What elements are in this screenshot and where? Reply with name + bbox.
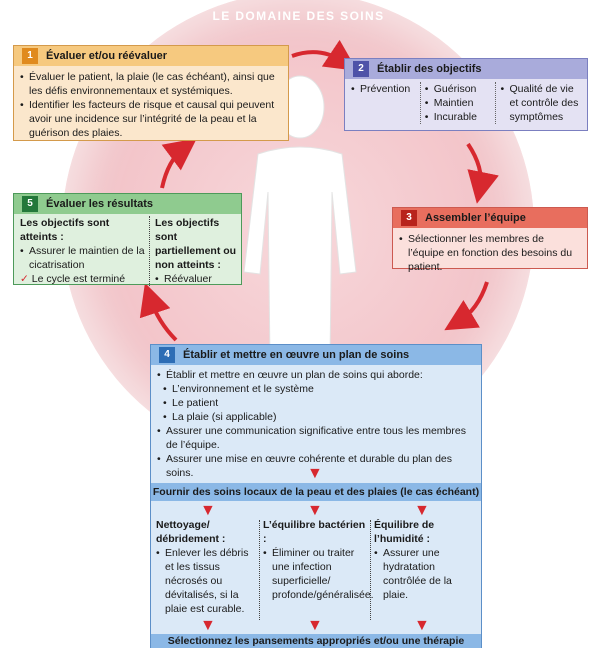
dressing-selection-band: Sélectionnez les pansements appropriés e…	[151, 634, 481, 648]
step-4-title: Établir et mettre en œuvre un plan de so…	[183, 349, 410, 361]
step-2-header: 2 Établir des objectifs	[345, 59, 587, 79]
bacterial-balance-column: L’équilibre bactérien : Éliminer ou trai…	[263, 518, 374, 602]
bacterial-balance-list: Éliminer ou traiter une infection superf…	[263, 546, 374, 602]
arrow-1-to-2	[291, 39, 358, 71]
step-1-number: 1	[22, 48, 38, 64]
local-care-band: Fournir des soins locaux de la peau et d…	[151, 483, 481, 501]
step-1-header: 1 Évaluer et/ou réévaluer	[14, 46, 288, 66]
moisture-balance-column: Équilibre de l’humidité : Assurer une hy…	[374, 518, 478, 602]
step-1-item: Évaluer le patient, la plaie (le cas éch…	[20, 70, 282, 98]
step-4-header: 4 Établir et mettre en œuvre un plan de …	[151, 345, 481, 365]
step-4-item: Assurer une communication significative …	[157, 424, 475, 452]
goal-item: Maintien	[425, 96, 496, 110]
plan-sub-item: L’environnement et le système	[163, 382, 475, 396]
goals-not-met-item: Réévaluer	[155, 272, 237, 286]
goal-item: Incurable	[425, 110, 496, 124]
step-2-col-3: Qualité de vie et contrôle des symptômes	[496, 82, 583, 124]
step-4-item: Assurer une mise en œuvre cohérente et d…	[157, 452, 475, 480]
column-divider	[259, 520, 260, 620]
cleansing-list: Enlever les débris et les tissus nécrosé…	[156, 546, 256, 616]
step-5-right: Les objectifs sont partiellement ou non …	[150, 216, 237, 286]
step-2-number: 2	[353, 61, 369, 77]
goal-item: Qualité de vie et contrôle des symptômes	[500, 82, 583, 124]
step-5-columns: Les objectifs sont atteints : Assurer le…	[14, 214, 241, 286]
cleansing-title: Nettoyage/ débridement :	[156, 519, 226, 545]
step-2-title: Établir des objectifs	[377, 63, 482, 75]
down-arrow-icon: ▼	[307, 465, 323, 482]
arrow-2-to-3	[466, 142, 499, 204]
cleansing-column: Nettoyage/ débridement : Enlever les déb…	[156, 518, 256, 616]
step-5-left: Les objectifs sont atteints : Assurer le…	[20, 216, 150, 286]
moisture-balance-item: Assurer une hydratation contrôlée de la …	[374, 546, 478, 602]
step-1-list: Évaluer le patient, la plaie (le cas éch…	[14, 66, 288, 140]
goals-not-met-list: Réévaluer	[155, 272, 237, 286]
moisture-balance-title: Équilibre de l’humidité :	[374, 519, 435, 545]
column-divider	[370, 520, 371, 620]
step-3-box: 3 Assembler l’équipe Sélectionner les me…	[392, 207, 588, 273]
cycle-complete: ✓ Le cycle est terminé	[20, 272, 145, 286]
cleansing-item: Enlever les débris et les tissus nécrosé…	[156, 546, 256, 616]
step-1-title: Évaluer et/ou réévaluer	[46, 50, 168, 62]
goal-item: Guérison	[425, 82, 496, 96]
step-3-header: 3 Assembler l’équipe	[393, 208, 587, 228]
step-5-number: 5	[22, 196, 38, 212]
plan-sub-item: La plaie (si applicable)	[163, 410, 475, 424]
domain-title: LE DOMAINE DES SOINS	[212, 9, 385, 23]
down-arrow-icon: ▼	[200, 617, 216, 634]
down-arrow-icon: ▼	[307, 502, 323, 519]
step-4-list: Établir et mettre en œuvre un plan de so…	[151, 365, 481, 480]
down-arrow-icon: ▼	[414, 617, 430, 634]
step-1-item: Identifier les facteurs de risque et cau…	[20, 98, 282, 140]
arrow-5-to-1	[160, 138, 197, 189]
step-3-item: Sélectionner les membres de l’équipe en …	[399, 232, 581, 274]
arrow-3-to-4	[444, 281, 489, 331]
cycle-complete-label: Le cycle est terminé	[31, 273, 126, 285]
step-5-header: 5 Évaluer les résultats	[14, 194, 241, 214]
step-4-number: 4	[159, 347, 175, 363]
step-3-list: Sélectionner les membres de l’équipe en …	[393, 228, 587, 274]
step-5-box: 5 Évaluer les résultats Les objectifs so…	[13, 193, 242, 286]
step-3-number: 3	[401, 210, 417, 226]
goals-not-met-title: Les objectifs sont partiellement ou non …	[154, 217, 237, 271]
goals-met-item: Assurer le maintien de la cicatrisation	[20, 244, 145, 272]
moisture-balance-list: Assurer une hydratation contrôlée de la …	[374, 546, 478, 602]
step-1-box: 1 Évaluer et/ou réévaluer Évaluer le pat…	[13, 45, 289, 141]
step-3-title: Assembler l’équipe	[425, 212, 526, 224]
step-2-columns: Prévention Guérison Maintien Incurable Q…	[345, 79, 587, 124]
step-2-col-2: Guérison Maintien Incurable	[421, 82, 497, 124]
goals-met-title: Les objectifs sont atteints :	[20, 217, 110, 243]
bacterial-balance-item: Éliminer ou traiter une infection superf…	[263, 546, 374, 602]
checkmark-icon: ✓	[20, 273, 29, 285]
step-2-box: 2 Établir des objectifs Prévention Guéri…	[344, 58, 588, 131]
step-2-col-1: Prévention	[351, 82, 421, 124]
goals-met-list: Assurer le maintien de la cicatrisation	[20, 244, 145, 272]
goal-item: Prévention	[351, 82, 420, 96]
bacterial-balance-title: L’équilibre bactérien :	[263, 519, 366, 545]
down-arrow-icon: ▼	[307, 617, 323, 634]
step-5-title: Évaluer les résultats	[46, 198, 154, 210]
down-arrow-icon: ▼	[414, 502, 430, 519]
down-arrow-icon: ▼	[200, 502, 216, 519]
step-4-intro: Établir et mettre en œuvre un plan de so…	[157, 368, 475, 382]
plan-sub-item: Le patient	[163, 396, 475, 410]
arrow-4-to-5	[139, 282, 178, 342]
